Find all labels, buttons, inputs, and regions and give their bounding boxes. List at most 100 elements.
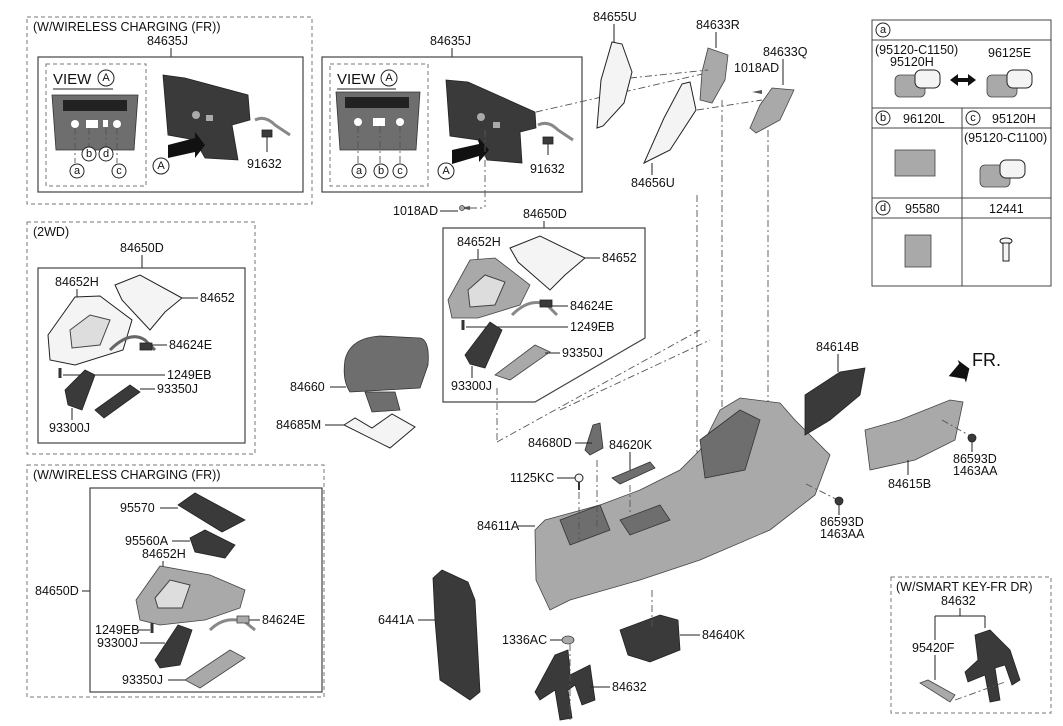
trim-84656U [642,81,697,165]
part-label-84640K[interactable]: 84640K [702,628,746,642]
trim-84655U [596,41,633,129]
legend-b-part[interactable]: 96120L [903,112,945,126]
part-label-84652[interactable]: 84652 [602,251,637,265]
armrest-84660 [343,335,429,393]
part-label-84650D[interactable]: 84650D [523,207,567,221]
group-title: (W/WIRELESS CHARGING (FR)) [33,20,221,34]
arrow-marker: A [157,160,165,172]
part-label-84685M[interactable]: 84685M [276,418,321,432]
socket-icon [979,159,1026,188]
part-label-6441A[interactable]: 6441A [378,613,415,627]
part-label-84635J[interactable]: 84635J [430,34,471,48]
group-2wd: (2WD) 84650D 84652H 84652 84624E 1249EB … [26,221,256,455]
legend-c-alt: (95120-C1100) [964,131,1047,145]
group-center-shift: 84650D 84652H 84652 84624E 1249EB 93350J… [442,207,711,443]
view-marker: A [385,72,393,84]
part-label-1249EB[interactable]: 1249EB [570,320,614,334]
panel-84614B [804,367,866,436]
legend-marker-b: b [880,112,886,124]
part-label-84632[interactable]: 84632 [612,680,647,694]
console-body-84611A [534,397,831,611]
part-label-84633Q[interactable]: 84633Q [763,45,808,59]
part-label-1249EB[interactable]: 1249EB [95,623,139,637]
part-label-84650D[interactable]: 84650D [120,241,164,255]
cover-6441A [432,569,481,701]
part-label-84624E[interactable]: 84624E [262,613,305,627]
part-label-91632[interactable]: 91632 [247,157,282,171]
group-border [26,16,313,205]
part-label-84680D[interactable]: 84680D [528,436,572,450]
bracket-84632 [534,649,596,721]
group-wireless-charging-top: (W/WIRELESS CHARGING (FR)) 84635J VIEW A… [26,16,313,205]
socket-icon [986,69,1033,98]
legend-marker-c: c [970,112,976,124]
part-label-1463AA[interactable]: 1463AA [953,464,998,478]
panel-84615B [864,399,964,471]
part-label-84620K[interactable]: 84620K [609,438,653,452]
part-label-95570[interactable]: 95570 [120,501,155,515]
view-marker-circle [97,69,115,87]
group-title: (W/SMART KEY-FR DR) [896,580,1033,594]
part-label-95420F[interactable]: 95420F [912,641,955,655]
legend-screw-part[interactable]: 12441 [989,202,1024,216]
legend-marker-a: a [880,24,887,36]
part-label-1249EB[interactable]: 1249EB [167,368,211,382]
part-label-93300J[interactable]: 93300J [451,379,492,393]
screw-1018AD [752,90,762,94]
part-label-93350J[interactable]: 93350J [562,346,603,360]
part-label-93350J[interactable]: 93350J [157,382,198,396]
view-arrow [168,132,205,158]
part-label-1018AD[interactable]: 1018AD [393,204,438,218]
group-title: (2WD) [33,225,69,239]
switch-93350J [184,649,246,689]
part-label-86593D[interactable]: 86593D [953,452,997,466]
cover-84652 [114,274,183,331]
part-label-1463AA[interactable]: 1463AA [820,527,865,541]
switch-93300J [154,624,193,669]
legend-c-part[interactable]: 95120H [992,112,1036,126]
part-label-84611A[interactable]: 84611A [477,519,520,533]
part-label-1336AC[interactable]: 1336AC [502,633,547,647]
part-label-86593D[interactable]: 86593D [820,515,864,529]
callout-b: b [378,165,384,177]
part-label-84652H[interactable]: 84652H [55,275,99,289]
main-console-group: 84611A 84680D 84620K 1125KC 84614B 84615… [477,340,1001,611]
part-label-84652H[interactable]: 84652H [457,235,501,249]
part-label-84660[interactable]: 84660 [290,380,325,394]
module-95560A [189,529,236,559]
part-label-84615B[interactable]: 84615B [888,477,931,491]
trim-84620K [611,461,656,485]
part-label-84633R[interactable]: 84633R [696,18,740,32]
part-label-95560A[interactable]: 95560A [125,534,169,548]
callout-a: a [356,165,363,177]
usb-module-icon [894,149,936,177]
part-label-84652H[interactable]: 84652H [142,547,186,561]
part-label-84624E[interactable]: 84624E [570,299,613,313]
callout-c: c [397,165,403,177]
trim-84680D [584,422,604,456]
cover-84652 [509,235,586,291]
part-label-1125KC[interactable]: 1125KC [510,471,554,485]
part-label-1018AD-upper[interactable]: 1018AD [734,61,779,75]
part-label-93300J[interactable]: 93300J [97,636,138,650]
legend-a-part[interactable]: 95120H [890,55,934,69]
part-label-84632[interactable]: 84632 [941,594,976,608]
armrest-group: 84660 84685M [276,335,429,449]
part-label-84624E[interactable]: 84624E [169,338,212,352]
legend-d-part[interactable]: 95580 [905,202,940,216]
switch-93300J [464,321,503,369]
part-label-84614B[interactable]: 84614B [816,340,859,354]
legend-a-alt-part[interactable]: 96125E [988,46,1031,60]
callout-c: c [116,165,122,177]
pad-95570 [177,492,246,533]
part-label-84650D[interactable]: 84650D [35,584,79,598]
part-label-84656U[interactable]: 84656U [631,176,675,190]
switch-93350J [94,384,141,419]
part-label-84652[interactable]: 84652 [200,291,235,305]
bracket-84633R [699,47,729,104]
part-label-84655U[interactable]: 84655U [593,10,637,24]
part-label-84635J[interactable]: 84635J [147,34,188,48]
part-label-93300J[interactable]: 93300J [49,421,90,435]
part-label-93350J[interactable]: 93350J [122,673,163,687]
part-label-91632[interactable]: 91632 [530,162,565,176]
